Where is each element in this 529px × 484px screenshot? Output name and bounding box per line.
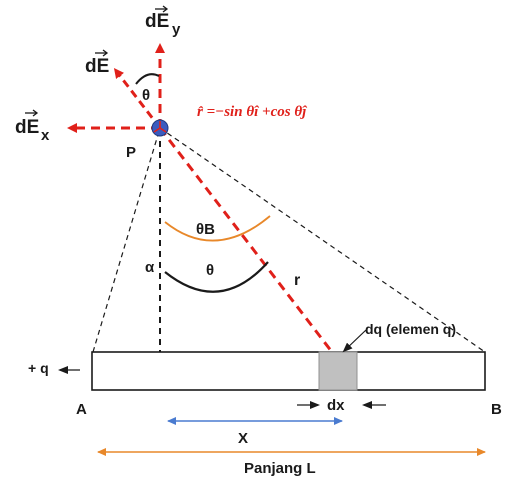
label-dEx-subscript: x xyxy=(41,127,50,144)
label-thetaB: θB xyxy=(196,221,215,238)
theta-top-arc xyxy=(135,73,160,85)
label-dq: dq (elemen q) xyxy=(365,321,456,337)
unit-vector-formula: r̂ =−sin θî +cos θĵ xyxy=(197,104,308,120)
theta-arc xyxy=(164,261,269,293)
label-length: Panjang L xyxy=(244,460,316,477)
label-alpha: α xyxy=(145,259,155,276)
dq-pointer xyxy=(342,329,367,353)
label-B: B xyxy=(491,401,502,418)
r-line xyxy=(158,127,334,353)
dEy-vector-arrow-icon xyxy=(155,5,169,13)
label-point-P: P xyxy=(126,144,136,161)
label-plus-q: + q xyxy=(28,360,49,376)
dE-vector-arrow-icon xyxy=(95,49,109,57)
label-X: X xyxy=(238,430,248,447)
label-dE: dE xyxy=(85,56,109,77)
dE-arrow xyxy=(113,68,162,129)
charge-element xyxy=(318,351,358,391)
rod xyxy=(91,351,486,391)
label-theta: θ xyxy=(206,262,214,279)
label-dEy-subscript: y xyxy=(172,21,181,38)
label-A: A xyxy=(76,401,87,418)
dashed-line-P-to-B xyxy=(159,127,486,353)
label-dx: dx xyxy=(327,397,345,414)
thetaB-arc xyxy=(164,215,271,242)
point-P-icon xyxy=(151,119,169,137)
dashed-line-A-to-P xyxy=(92,127,161,353)
label-dEx: dE xyxy=(15,117,39,138)
label-r: r xyxy=(294,272,300,289)
label-dEy: dE xyxy=(145,11,169,32)
dEx-vector-arrow-icon xyxy=(25,109,39,117)
label-theta-top: θ xyxy=(142,87,150,104)
